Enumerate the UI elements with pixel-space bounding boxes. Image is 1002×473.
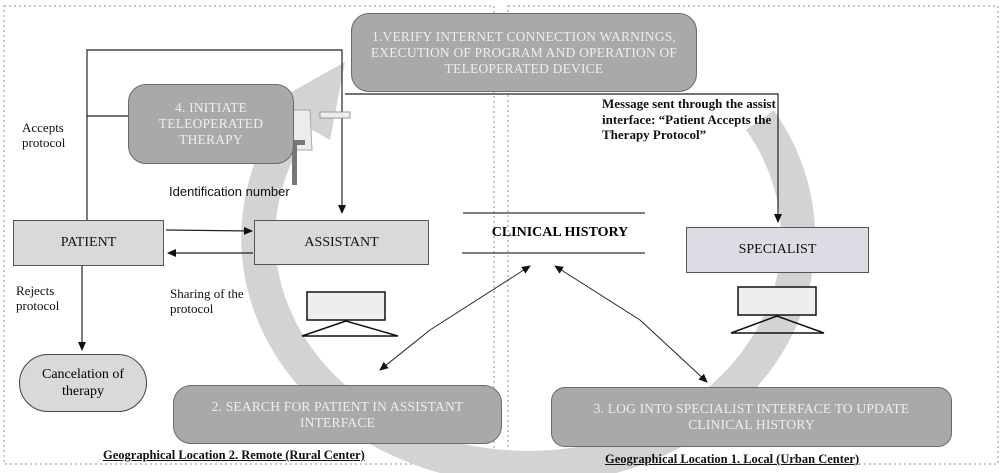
location-remote-label: Geographical Location 2. Remote (Rural C… bbox=[103, 448, 365, 462]
cycle-arrow-head bbox=[268, 62, 345, 140]
message-label: Message sent through the assist interfac… bbox=[602, 96, 776, 142]
step-2-box: 2. SEARCH FOR PATIENT IN ASSISTANT INTER… bbox=[173, 385, 502, 444]
connector-history-step3-b bbox=[639, 319, 708, 383]
rejects-protocol-label: Rejects protocol bbox=[16, 283, 60, 313]
patient-box: PATIENT bbox=[13, 220, 164, 266]
assistant-box: ASSISTANT bbox=[254, 220, 429, 265]
clinical-history-label: CLINICAL HISTORY bbox=[491, 225, 629, 240]
step-4-box: 4. INITIATE TELEOPERATED THERAPY bbox=[128, 84, 294, 164]
step-3-box: 3. LOG INTO SPECIALIST INTERFACE TO UPDA… bbox=[551, 387, 952, 447]
location-local-label: Geographical Location 1. Local (Urban Ce… bbox=[605, 452, 860, 466]
assistant-computer-icon bbox=[301, 291, 399, 337]
connector-history-step2-b bbox=[379, 329, 431, 371]
connector-patient-up bbox=[86, 49, 346, 222]
connector-history-step2-a bbox=[429, 265, 531, 331]
connector-to-specialist bbox=[345, 93, 782, 223]
sharing-protocol-label: Sharing of the protocol bbox=[170, 286, 244, 316]
region-local bbox=[507, 5, 999, 465]
specialist-computer-icon bbox=[730, 286, 825, 334]
accepts-protocol-label: Accepts protocol bbox=[22, 120, 66, 150]
cancelation-terminal: Cancelation of therapy bbox=[19, 354, 147, 412]
specialist-box: SPECIALIST bbox=[686, 227, 869, 273]
region-remote bbox=[3, 5, 495, 465]
identification-number-label: Identification number bbox=[169, 184, 290, 199]
connector-history-step3-a bbox=[554, 265, 641, 321]
connector-patient-assistant bbox=[165, 226, 253, 235]
step-1-box: 1.VERIFY INTERNET CONNECTION WARNINGS, E… bbox=[351, 13, 697, 92]
